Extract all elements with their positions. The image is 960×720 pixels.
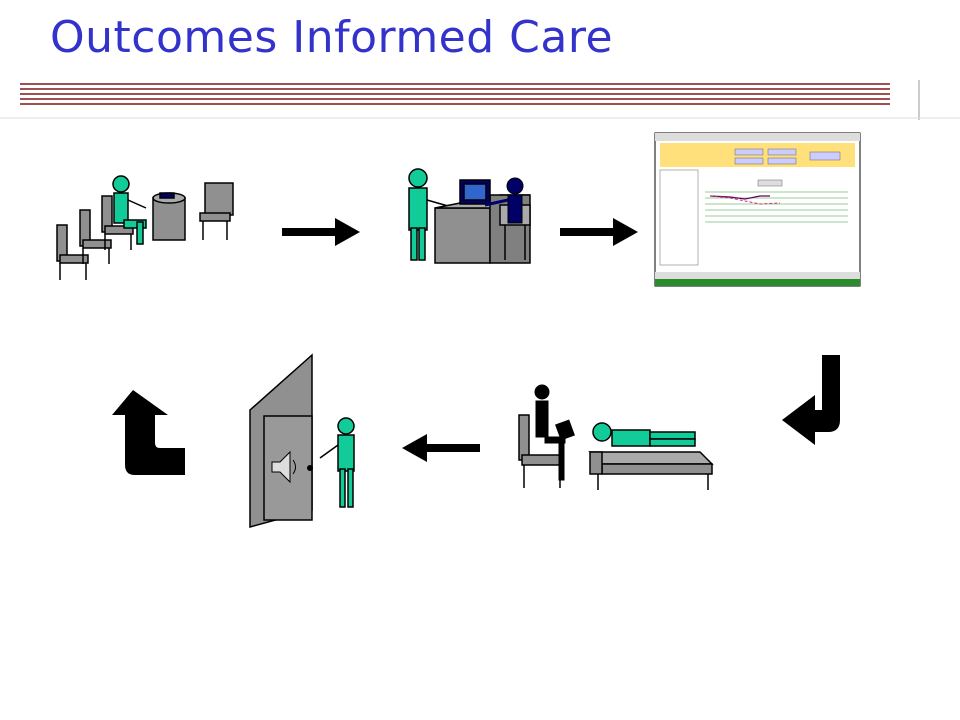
curved-up-arrow-icon	[112, 390, 185, 475]
title-rule	[20, 83, 890, 105]
outcome-graph-screenshot-icon	[654, 132, 861, 287]
exit-door-icon	[249, 353, 355, 528]
rule-tick	[918, 80, 920, 120]
waiting-room-icon	[56, 175, 234, 280]
reception-desk-icon	[408, 168, 531, 264]
right-arrow-icon	[560, 218, 638, 246]
left-arrow-icon	[402, 434, 480, 462]
speaker-icon	[271, 450, 296, 484]
slide-title: Outcomes Informed Care	[50, 12, 614, 63]
therapy-session-icon	[518, 384, 714, 490]
right-arrow-icon	[282, 218, 360, 246]
curved-down-arrow-icon	[782, 355, 840, 445]
